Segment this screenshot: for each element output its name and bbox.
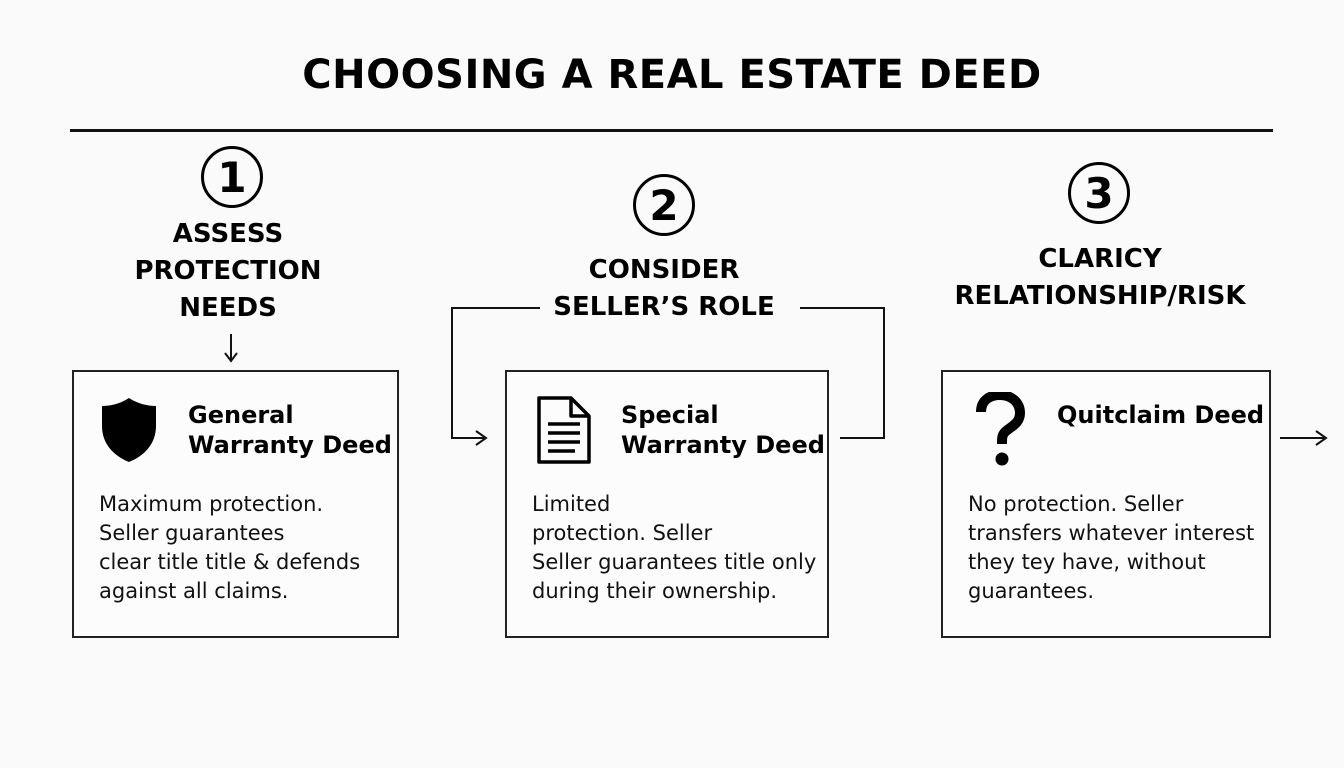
card-quitclaim-deed: Quitclaim Deed No protection. Seller tra… [941,370,1271,638]
card-special-warranty-deed: Special Warranty Deed Limited protection… [505,370,829,638]
document-icon [537,396,591,464]
step-1-number: 1 [201,146,263,208]
question-mark-icon [976,392,1026,466]
card-2-title: Special Warranty Deed [621,401,825,459]
card-1-description: Maximum protection. Seller guarantees cl… [99,492,361,603]
arrow-into-card-2-head [475,430,488,446]
card-general-warranty-deed: General Warranty Deed Maximum protection… [72,370,399,638]
step-2-label: CONSIDER SELLER’S ROLE [553,255,775,322]
step-1-label: ASSESS PROTECTION NEEDS [134,219,322,323]
title-divider [70,129,1273,132]
card-3-title: Quitclaim Deed [1057,401,1265,429]
card-3-description: No protection. Seller transfers whatever… [968,492,1255,603]
page-title: CHOOSING A REAL ESTATE DEED [302,52,1042,98]
down-arrow-step-1-head [224,352,238,363]
shield-icon [102,398,156,462]
exit-arrow-head [1315,430,1328,446]
card-1-title: General Warranty Deed [188,401,392,459]
card-2-description: Limited protection. Seller Seller guaran… [532,492,817,603]
step-3-label: CLARICY RELATIONSHIP/RISK [954,244,1246,311]
step-3-number: 3 [1068,162,1130,224]
step-2-number: 2 [633,174,695,236]
